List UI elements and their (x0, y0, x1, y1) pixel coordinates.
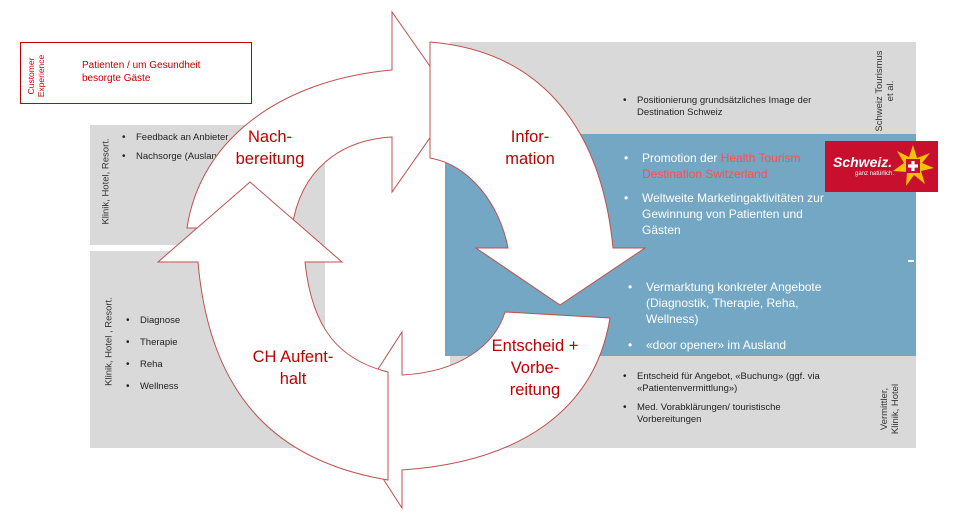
blue-top-list: Promotion der Health Tourism Destination… (624, 150, 824, 238)
customer-box (20, 42, 252, 104)
bottom-right-list: Entscheid für Angebot, «Buchung» (ggf. v… (623, 371, 833, 433)
list-item: Therapie (126, 337, 226, 349)
left-top-list: Feedback an Anbieter Nachsorge (Ausland) (122, 132, 232, 170)
left-bottom-list: Diagnose Therapie Reha Wellness (126, 315, 226, 400)
cycle-arrow-aufenthalt (156, 181, 389, 481)
list-item: Weltweite Marketingaktivitäten zur Gewin… (624, 190, 824, 238)
phase-entscheid: Entscheid + Vorbe- reitung (470, 335, 600, 401)
promotion-highlight: Health Tourism Destination Switzerland (642, 151, 801, 181)
cycle-arrow-entscheid (344, 311, 611, 510)
list-item: Wellness (126, 381, 226, 393)
phase-line: Vorbe- (510, 359, 560, 377)
phase-information: Infor- mation (470, 126, 590, 170)
schweiz-logo: Schweiz. ganz natürlich. (825, 141, 938, 192)
list-item: Positionierung grundsätzliches Image der… (623, 95, 813, 119)
list-item: Nachsorge (Ausland) (122, 151, 232, 163)
list-item: Diagnose (126, 315, 226, 327)
phase-line: Entscheid + (491, 337, 579, 355)
phase-line: halt (279, 370, 307, 388)
cycle-arrow-nachbereitung (186, 10, 456, 229)
blue-bottom-list: Vermarktung konkreter Angebote (Diagnost… (628, 279, 838, 353)
cycle-arrow-information (429, 41, 647, 306)
logo-brand: Schweiz. (833, 154, 893, 170)
phase-line: bereitung (235, 150, 305, 168)
swiss-star-icon (893, 145, 934, 186)
list-item: Reha (126, 359, 226, 371)
phase-line: CH Aufent- (252, 348, 334, 366)
dash-marker (908, 260, 914, 262)
promotion-prefix: Promotion der (642, 151, 721, 165)
phase-line: mation (505, 150, 555, 168)
list-item: Entscheid für Angebot, «Buchung» (ggf. v… (623, 371, 833, 395)
logo-tagline: ganz natürlich. (855, 171, 895, 177)
top-right-list: Positionierung grundsätzliches Image der… (623, 95, 813, 126)
phase-line: reitung (509, 381, 561, 399)
phase-line: Nach- (247, 128, 292, 146)
phase-aufenthalt: CH Aufent- halt (228, 346, 358, 390)
list-item: Feedback an Anbieter (122, 132, 232, 144)
list-item: Vermarktung konkreter Angebote (Diagnost… (628, 279, 838, 327)
list-item: Med. Vorabklärungen/ touristische Vorber… (623, 402, 833, 426)
phase-line: Infor- (510, 128, 550, 146)
list-item: «door opener» im Ausland (628, 337, 838, 353)
list-item: Promotion der Health Tourism Destination… (624, 150, 824, 182)
phase-nachbereitung: Nach- bereitung (210, 126, 330, 170)
customer-text: Patienten / um Gesundheit besorgte Gäste (82, 60, 201, 84)
